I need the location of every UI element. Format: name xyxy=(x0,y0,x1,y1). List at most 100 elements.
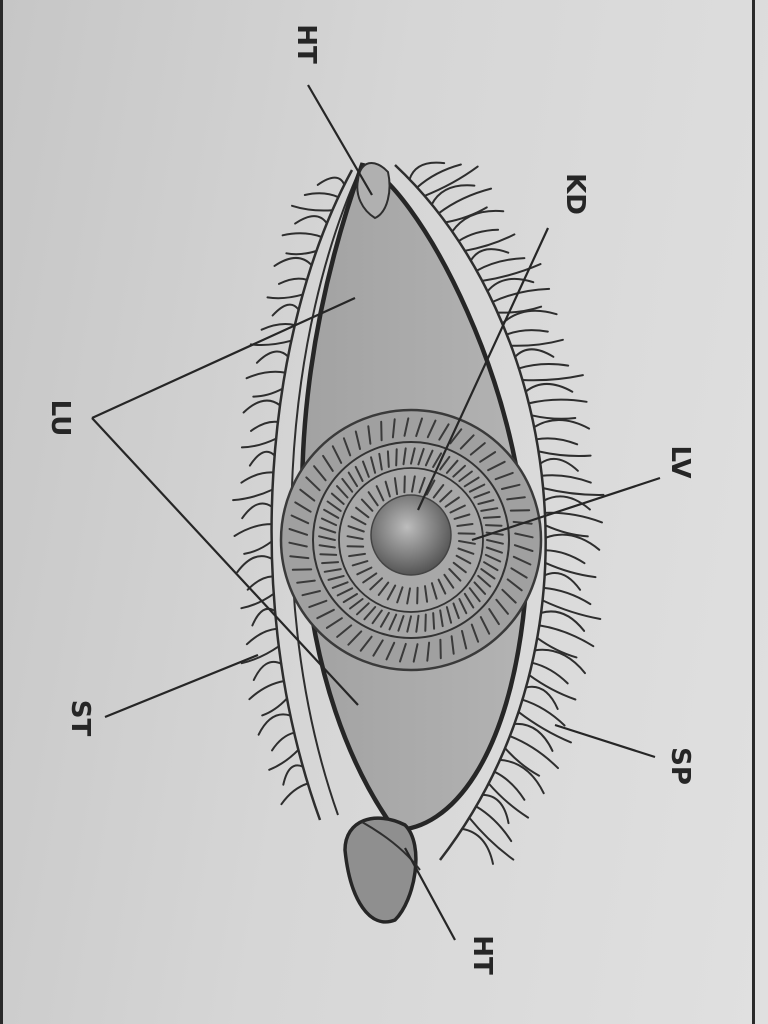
iris-fiber xyxy=(501,588,517,604)
eyelash xyxy=(423,165,479,197)
iris-fiber xyxy=(439,609,444,628)
iris-fiber xyxy=(495,598,509,615)
iris-fiber xyxy=(377,581,390,596)
iris-fiber xyxy=(494,471,514,481)
iris-fiber xyxy=(483,561,499,572)
iris-fiber xyxy=(319,526,337,534)
leader-line-st xyxy=(104,653,259,719)
eyelash xyxy=(303,192,340,199)
iris-fiber xyxy=(367,425,372,445)
eyelash xyxy=(430,184,476,206)
iris-fiber xyxy=(294,501,312,513)
label-lu: LU xyxy=(45,399,75,437)
eyelash xyxy=(508,735,559,770)
iris-fiber xyxy=(354,430,361,450)
eyelash xyxy=(232,488,274,502)
iris-fiber xyxy=(370,456,377,474)
iris-fiber xyxy=(412,643,419,663)
iris-fiber xyxy=(450,635,455,655)
iris-fiber xyxy=(424,585,429,603)
iris-fiber xyxy=(480,568,496,580)
iris-fiber xyxy=(406,587,411,605)
eyelash xyxy=(530,414,577,420)
eyelash xyxy=(463,233,516,252)
iris-fiber xyxy=(395,448,398,467)
iris-fiber xyxy=(316,608,335,620)
iris-fiber xyxy=(484,553,502,563)
eyelash xyxy=(291,204,334,212)
eyelash xyxy=(510,338,564,347)
iris-fiber xyxy=(477,574,492,588)
iris-fiber xyxy=(323,568,342,573)
eyelash xyxy=(543,511,603,524)
iris-fiber xyxy=(458,470,473,482)
eyelash xyxy=(240,592,275,610)
iris-fiber xyxy=(347,471,359,488)
iris-fiber xyxy=(323,508,340,519)
label-sp: SP xyxy=(665,747,695,785)
eyelash xyxy=(457,228,500,243)
iris-fiber xyxy=(346,535,364,540)
iris-fiber xyxy=(487,460,506,472)
iris-fiber xyxy=(296,579,316,584)
iris-fiber xyxy=(473,491,491,499)
iris-fiber xyxy=(336,485,349,499)
iris-fiber xyxy=(410,447,416,465)
leader-line-sp xyxy=(554,723,656,759)
iris-fiber xyxy=(362,460,370,478)
iris-fiber xyxy=(360,498,374,512)
iris-fiber xyxy=(443,573,455,589)
eyelash xyxy=(245,370,287,380)
eyelash xyxy=(271,731,296,752)
eyelash xyxy=(544,524,589,538)
iris-fiber xyxy=(375,485,385,502)
iris-fiber xyxy=(463,592,475,609)
leader-line-lu-lower xyxy=(91,417,359,706)
iris-fiber xyxy=(320,517,338,527)
iris-fiber xyxy=(473,581,487,595)
lower-eyelid-inner xyxy=(290,164,363,816)
iris-fiber xyxy=(510,567,528,579)
iris-fiber xyxy=(342,437,352,457)
eyelash xyxy=(268,748,300,771)
iris-fiber xyxy=(318,544,336,549)
eyelash xyxy=(537,450,592,458)
iris-fiber xyxy=(486,539,504,545)
iris-fiber xyxy=(367,491,379,507)
eyelash xyxy=(524,382,574,393)
eyelash xyxy=(240,471,275,484)
iris-fiber xyxy=(403,417,410,437)
eyelash xyxy=(533,648,586,675)
eyelash xyxy=(240,437,278,449)
eyelash xyxy=(437,187,493,215)
leader-line-ht-top xyxy=(307,84,373,196)
iris-fiber xyxy=(432,452,443,468)
iris-fiber xyxy=(336,624,353,638)
iris-fiber xyxy=(452,464,466,478)
iris-fiber xyxy=(397,615,405,632)
eyelash xyxy=(544,561,597,579)
iris-fiber xyxy=(488,608,500,626)
eyelash xyxy=(504,747,541,777)
eyelash xyxy=(505,329,549,336)
eyelash xyxy=(542,586,592,606)
iris-fiber xyxy=(330,492,345,505)
eyelash xyxy=(245,627,278,646)
iris-fiber xyxy=(385,641,396,661)
iris-fiber xyxy=(445,459,459,474)
eyelash xyxy=(540,610,586,632)
iris-fiber xyxy=(356,566,373,576)
eyelash xyxy=(468,816,515,861)
iris-fiber xyxy=(480,507,499,512)
iris-fiber xyxy=(468,587,481,603)
iris-fiber xyxy=(290,514,310,525)
iris-fiber xyxy=(396,586,404,604)
iris-fiber xyxy=(430,582,438,600)
eyelash xyxy=(260,323,296,331)
iris-fiber xyxy=(299,488,316,502)
eyelash xyxy=(521,374,584,382)
caruncle-bottom xyxy=(343,816,418,924)
iris-fiber xyxy=(477,499,495,505)
eyelash xyxy=(481,793,510,825)
